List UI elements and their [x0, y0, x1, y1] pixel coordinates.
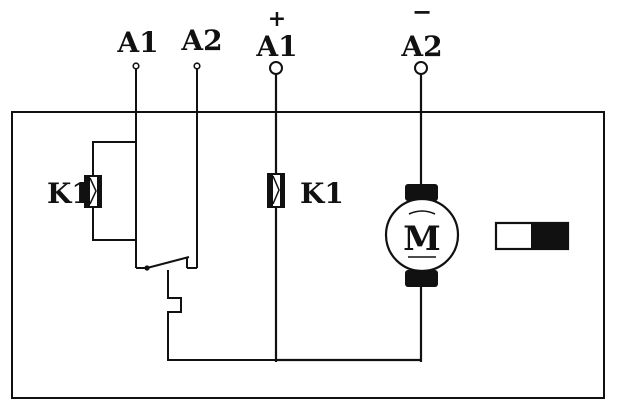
terminal-label-right-a2: A2: [400, 30, 442, 63]
terminal-node-left-a1: [132, 62, 140, 70]
terminal-node-plus: [269, 61, 283, 75]
coil-label-left: K1: [47, 177, 91, 210]
plus-sign: +: [268, 6, 286, 32]
housing-box: [11, 111, 605, 399]
lower-wiring: [167, 270, 276, 361]
relay-coil-icon-left: [84, 175, 102, 208]
relay-coil-icon-mid: [267, 173, 285, 208]
left-control-wiring: [92, 69, 198, 269]
toggle-switch-icon: [494, 221, 570, 251]
terminal-label-left-a2: A2: [180, 24, 222, 57]
motor-label: M: [403, 219, 441, 259]
coil-label-mid: K1: [300, 177, 344, 210]
terminal-label-left-a1: A1: [116, 26, 158, 59]
minus-sign: −: [412, 0, 432, 26]
terminal-label-right-a1: A1: [255, 30, 297, 63]
terminal-node-left-a2: [193, 62, 201, 70]
terminal-node-minus: [414, 61, 428, 75]
switch-contact: [144, 256, 190, 271]
motor-icon: [384, 184, 460, 287]
main-positive-line: [274, 74, 421, 362]
